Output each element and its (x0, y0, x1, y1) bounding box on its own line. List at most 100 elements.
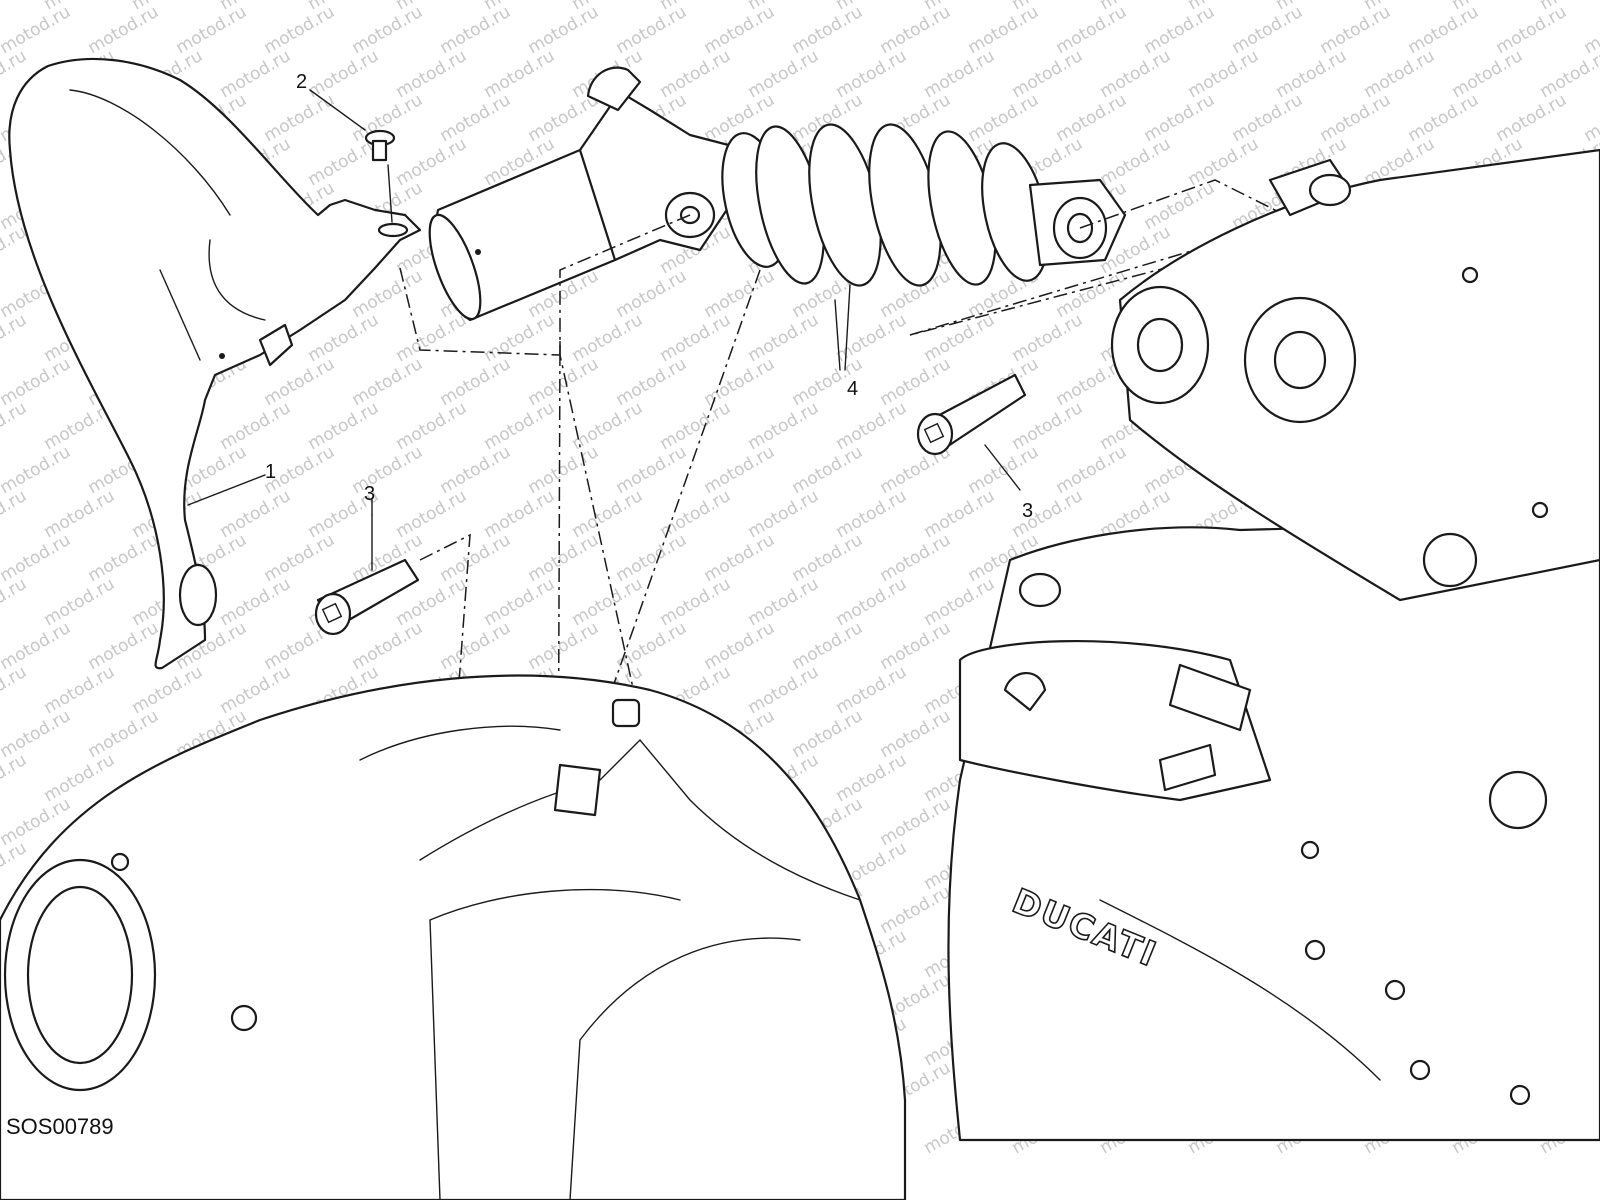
watermark-text: motod.ru (0, 574, 30, 630)
part-3-bolt-left (314, 514, 420, 636)
watermark-text: motod.ru (0, 618, 74, 674)
watermark-text: motod.ru (1537, 46, 1600, 102)
watermark-text: motod.ru (393, 310, 471, 366)
watermark-text: motod.ru (1493, 2, 1571, 58)
watermark-text: motod.ru (393, 46, 471, 102)
watermark-text: motod.ru (217, 46, 295, 102)
watermark-text: motod.ru (789, 530, 867, 586)
callout-3-left: 3 (364, 483, 375, 505)
callout-4: 4 (847, 378, 858, 400)
watermark-text: motod.ru (921, 574, 999, 630)
swingarm-frame (0, 674, 907, 1200)
watermark-text: motod.ru (701, 530, 779, 586)
watermark-text: motod.ru (0, 2, 74, 58)
watermark-text: motod.ru (745, 662, 823, 718)
callout-2: 2 (296, 71, 307, 93)
watermark-text: motod.ru (217, 398, 295, 454)
watermark-text: motod.ru (0, 354, 74, 410)
watermark-text: motod.ru (877, 2, 955, 58)
watermark-text: motod.ru (833, 46, 911, 102)
callout-3-right: 3 (1022, 500, 1033, 522)
watermark-text: motod.ru (833, 398, 911, 454)
watermark-text: motod.ru (437, 530, 515, 586)
watermark-text: motod.ru (613, 354, 691, 410)
watermark-text: motod.ru (0, 398, 30, 454)
watermark-text: motod.ru (1405, 90, 1483, 146)
watermark-text: motod.ru (569, 310, 647, 366)
watermark-text: motod.ru (745, 574, 823, 630)
watermark-text: motod.ru (41, 662, 119, 718)
watermark-text: motod.ru (437, 618, 515, 674)
watermark-text: motod.ru (481, 486, 559, 542)
watermark-text: motod.ru (1273, 46, 1351, 102)
watermark-text: motod.ru (701, 2, 779, 58)
watermark-text: motod.ru (0, 0, 30, 14)
watermark-text: motod.ru (85, 706, 163, 762)
watermark-text: motod.ru (1185, 46, 1263, 102)
watermark-text: motod.ru (789, 442, 867, 498)
watermark-text: motod.ru (877, 618, 955, 674)
watermark-text: motod.ru (833, 574, 911, 630)
watermark-text: motod.ru (41, 486, 119, 542)
watermark-text: motod.ru (0, 662, 30, 718)
part-3-bolt-right (916, 373, 1027, 491)
watermark-text: motod.ru (437, 442, 515, 498)
watermark-text: motod.ru (877, 530, 955, 586)
watermark-text: motod.ru (1009, 486, 1087, 542)
watermark-text: motod.ru (1317, 90, 1395, 146)
watermark-text: motod.ru (481, 398, 559, 454)
watermark-text: motod.ru (525, 442, 603, 498)
part-1-rear-hugger (8, 57, 422, 670)
watermark-text: motod.ru (525, 618, 603, 674)
watermark-text: motod.ru (349, 442, 427, 498)
watermark-text: motod.ru (1009, 46, 1087, 102)
watermark-text: motod.ru (481, 46, 559, 102)
watermark-text: motod.ru (393, 134, 471, 190)
watermark-text: motod.ru (701, 266, 779, 322)
watermark-text: motod.ru (525, 530, 603, 586)
watermark-text: motod.ru (1493, 90, 1571, 146)
watermark-text: motod.ru (1053, 2, 1131, 58)
watermark-text: motod.ru (1097, 134, 1175, 190)
watermark-text: motod.ru (877, 794, 955, 850)
watermark-text: motod.ru (349, 618, 427, 674)
watermark-text: motod.ru (965, 442, 1043, 498)
watermark-text: motod.ru (1141, 2, 1219, 58)
watermark-text: motod.ru (393, 398, 471, 454)
watermark-text: motod.ru (701, 354, 779, 410)
watermark-text: motod.ru (613, 2, 691, 58)
watermark-text: motod.ru (525, 354, 603, 410)
watermark-text: motod.ru (1405, 2, 1483, 58)
watermark-text: motod.ru (85, 618, 163, 674)
watermark-text: motod.ru (613, 442, 691, 498)
callout-leaders (187, 89, 841, 516)
watermark-text: motod.ru (261, 530, 339, 586)
watermark-text: motod.ru (1229, 90, 1307, 146)
watermark-text: motod.ru (833, 662, 911, 718)
watermark-text: motod.ru (261, 90, 339, 146)
watermark-text: motod.ru (833, 486, 911, 542)
watermark-text: motod.ru (701, 618, 779, 674)
watermark-text: motod.ru (217, 486, 295, 542)
watermark-text: motod.ru (745, 46, 823, 102)
watermark-text: motod.ru (1009, 310, 1087, 366)
watermark-text: motod.ru (833, 750, 911, 806)
watermark-text: motod.ru (261, 2, 339, 58)
watermark-text: motod.ru (129, 662, 207, 718)
watermark-text: motod.ru (1361, 46, 1439, 102)
watermark-text: motod.ru (1185, 134, 1263, 190)
watermark-text: motod.ru (877, 706, 955, 762)
watermark-text: motod.ru (1317, 2, 1395, 58)
watermark-text: motod.ru (305, 398, 383, 454)
watermark-text: motod.ru (921, 46, 999, 102)
callout-1: 1 (265, 461, 276, 483)
watermark-text: motod.ru (0, 706, 74, 762)
watermark-text: motod.ru (0, 530, 74, 586)
watermark-text: motod.ru (965, 90, 1043, 146)
watermark-text: motod.ru (657, 398, 735, 454)
watermark-text: motod.ru (481, 310, 559, 366)
watermark-text: motod.ru (569, 486, 647, 542)
watermark-text: motod.ru (745, 398, 823, 454)
part-4-shock-absorber (428, 66, 1127, 371)
watermark-text: motod.ru (657, 574, 735, 630)
